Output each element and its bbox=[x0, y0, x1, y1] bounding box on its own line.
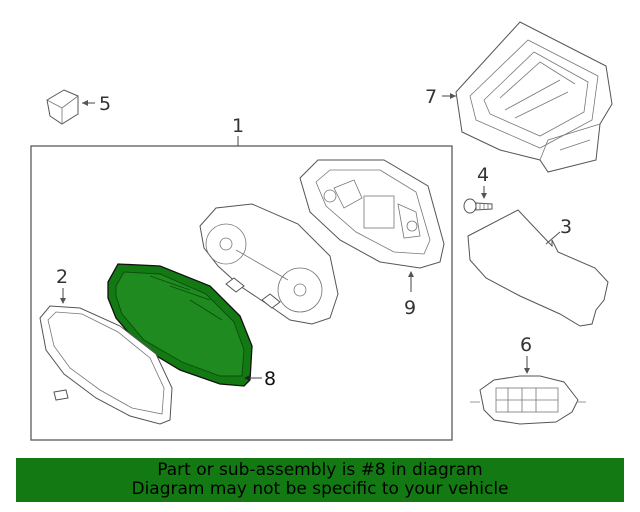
callout-3: 3 bbox=[560, 216, 572, 238]
callout-8: 8 bbox=[264, 368, 276, 390]
callout-9: 9 bbox=[404, 297, 416, 319]
part-9-rear-housing[interactable] bbox=[299, 159, 445, 269]
banner-line-1: Part or sub-assembly is #8 in diagram bbox=[157, 460, 483, 480]
banner-line-2: Diagram may not be specific to your vehi… bbox=[131, 479, 509, 499]
part-6-switch-bracket[interactable] bbox=[470, 375, 586, 425]
part-3-cover[interactable] bbox=[467, 209, 609, 327]
part-4-screw[interactable] bbox=[463, 198, 493, 214]
part-5-knob[interactable] bbox=[46, 89, 79, 125]
info-banner: Part or sub-assembly is #8 in diagram Di… bbox=[16, 458, 624, 502]
part-8-highlighted-lens[interactable] bbox=[107, 263, 253, 387]
callout-6: 6 bbox=[520, 334, 532, 356]
part-2-front-bezel[interactable] bbox=[39, 305, 173, 425]
gauge-face[interactable] bbox=[199, 203, 339, 325]
callout-4: 4 bbox=[477, 164, 489, 186]
part-7-display-module[interactable] bbox=[455, 21, 613, 173]
callout-5: 5 bbox=[99, 93, 111, 115]
callout-7: 7 bbox=[425, 86, 437, 108]
callout-1: 1 bbox=[232, 115, 244, 137]
callout-2: 2 bbox=[56, 266, 68, 288]
assembly-frame bbox=[30, 145, 453, 441]
